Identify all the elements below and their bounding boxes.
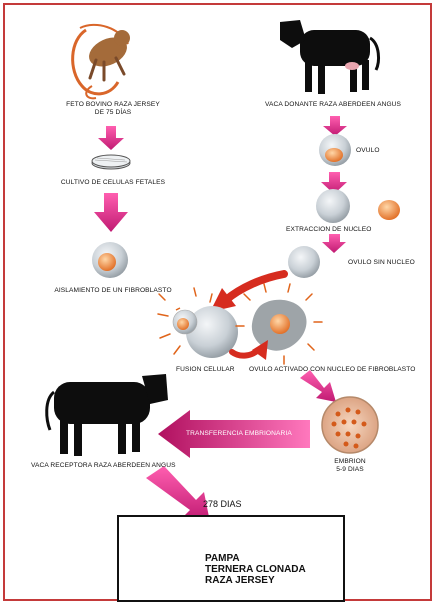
label-days: 278 DIAS	[203, 499, 242, 509]
receptor-cow-illustration	[47, 374, 168, 456]
label-embrion-line1: EMBRION	[327, 458, 373, 466]
label-extraccion: EXTRACCION DE NUCLEO	[286, 226, 372, 234]
result-line-name: PAMPA	[205, 553, 306, 564]
label-transferencia: TRANSFERENCIA EMBRIONARIA	[186, 430, 292, 438]
embryo-cell	[322, 397, 378, 453]
arrow-activated-to-embryo	[300, 370, 336, 402]
label-aislamiento: AISLAMIENTO DE UN FIBROBLASTO	[45, 287, 181, 295]
label-embrion-line2: 5-9 DIAS	[327, 466, 373, 474]
label-cultivo: CULTIVO DE CELULAS FETALES	[50, 179, 176, 187]
petri-dish	[92, 155, 130, 169]
label-fusion: FUSION CELULAR	[176, 366, 235, 374]
label-ovulo-activado: OVULO ACTIVADO CON NUCLEO DE FIBROBLASTO	[249, 366, 415, 374]
arrow-fetus-to-dish	[98, 126, 124, 150]
fibroblast-cell	[92, 242, 128, 278]
label-ovulo: OVULO	[356, 147, 380, 155]
arrow-cow-to-ovulo	[323, 116, 347, 136]
result-line-breed: RAZA JERSEY	[205, 575, 306, 586]
label-fetus: FETO BOVINO RAZA JERSEY DE 75 DÍAS	[58, 101, 168, 117]
result-line-type: TERNERA CLONADA	[205, 564, 306, 575]
label-receptor-cow: VACA RECEPTORA RAZA ABERDEEN ANGUS	[31, 462, 176, 470]
ovulo-cell	[319, 134, 351, 166]
label-embrion: EMBRION 5-9 DIAS	[327, 458, 373, 474]
label-donor-cow: VACA DONANTE RAZA ABERDEEN ANGUS	[258, 101, 408, 109]
donor-cow-illustration	[280, 20, 378, 94]
label-ovulo-sin-nucleo: OVULO SIN NUCLEO	[348, 259, 415, 267]
arrow-extraction-to-enucleated	[322, 234, 346, 253]
fetus-illustration	[73, 25, 132, 98]
enucleated-ovulo-cell	[288, 246, 320, 278]
label-fetus-line2: DE 75 DÍAS	[58, 109, 168, 117]
arrow-receptor-to-calf	[146, 466, 210, 522]
arrow-dish-to-fibroblast	[94, 193, 128, 232]
label-fetus-line1: FETO BOVINO RAZA JERSEY	[58, 101, 168, 109]
extraction-cell	[316, 189, 400, 223]
result-text: PAMPA TERNERA CLONADA RAZA JERSEY	[205, 553, 306, 586]
